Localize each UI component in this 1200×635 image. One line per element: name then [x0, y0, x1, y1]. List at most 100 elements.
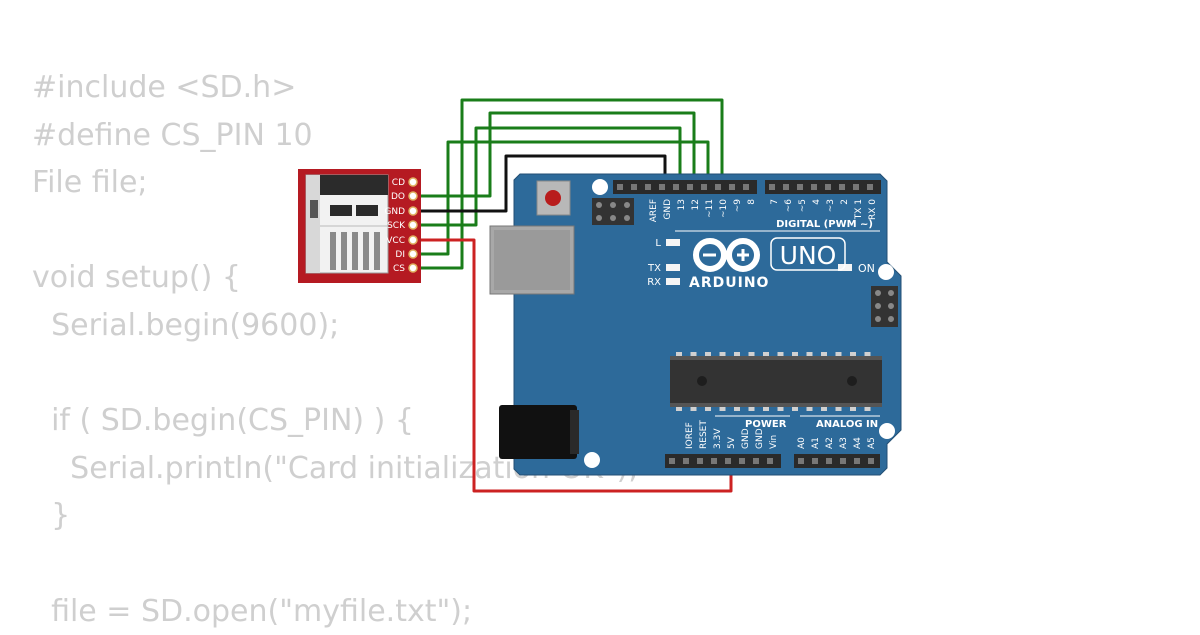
pin-hole — [867, 184, 873, 190]
pin-label: ~6 — [784, 199, 794, 213]
pin-hole — [743, 184, 749, 190]
arduino-brand: ARDUINO — [689, 275, 769, 291]
arduino-logo-icon — [693, 238, 760, 272]
code-line: File file; — [32, 165, 148, 201]
atmega-chip — [670, 352, 882, 411]
svg-text:GND: GND — [384, 207, 405, 217]
svg-text:UNO: UNO — [780, 241, 837, 270]
analog-header — [794, 454, 880, 468]
uno-badge: UNO — [770, 237, 846, 271]
pin-hole — [739, 458, 745, 464]
pin-label: GND — [663, 199, 673, 220]
digital-header-right — [765, 180, 881, 194]
pin-hole — [715, 184, 721, 190]
code-line: #define CS_PIN 10 — [32, 117, 313, 153]
pin-hole — [826, 458, 832, 464]
pin-label: 3.3V — [713, 428, 723, 449]
digital-header-left — [613, 180, 757, 194]
pin-hole — [669, 458, 675, 464]
svg-text:SCK: SCK — [387, 221, 406, 231]
pin-hole — [839, 184, 845, 190]
pin-label: GND — [741, 428, 751, 449]
pin-label: 5V — [727, 436, 737, 449]
wires — [412, 98, 733, 493]
pin-hole — [687, 184, 693, 190]
pin-hole — [729, 184, 735, 190]
svg-text:TX: TX — [647, 263, 661, 274]
wire-gnd-to-gnd — [412, 154, 667, 213]
pin-label: ~5 — [798, 199, 808, 212]
svg-text:ON: ON — [858, 262, 875, 275]
pin-hole — [825, 184, 831, 190]
pin-label: A4 — [853, 437, 863, 449]
pin-label: A5 — [867, 437, 877, 449]
code-line: void setup() { — [32, 260, 241, 296]
pin-label: Vin — [769, 435, 779, 449]
icsp-header-right — [871, 286, 898, 327]
sd-pin-di: DI — [395, 249, 418, 260]
pin-hole — [711, 458, 717, 464]
digital-pin-holes — [617, 184, 873, 190]
pin-label: 2 — [840, 199, 850, 205]
pin-label: AREF — [649, 199, 659, 222]
pin-hole — [701, 184, 707, 190]
svg-text:DI: DI — [395, 250, 405, 260]
usb-connector — [489, 225, 575, 295]
pin-hole — [645, 184, 651, 190]
pin-label: RX 0 — [868, 199, 878, 220]
pin-hole — [659, 184, 665, 190]
reset-button — [536, 180, 571, 216]
pin-hole — [767, 458, 773, 464]
icsp-header-top — [592, 198, 634, 225]
sd-pin-sck: SCK — [387, 220, 418, 231]
pin-label: ~3 — [826, 199, 836, 212]
dc-power-jack — [499, 405, 579, 459]
pin-hole — [673, 184, 679, 190]
pin-label: IOREF — [685, 422, 695, 449]
sd-pin-vcc: VCC — [386, 235, 418, 246]
svg-text:L: L — [655, 238, 661, 249]
pin-label: 4 — [812, 199, 822, 205]
sd-pin-gnd: GND — [384, 206, 418, 217]
pin-label: TX 1 — [854, 199, 864, 220]
pin-label: A2 — [825, 437, 835, 449]
pin-hole — [617, 184, 623, 190]
sd-card-module: CD DO GND SCK VCC DI CS — [298, 169, 421, 283]
sd-pin-cs: CS — [393, 263, 418, 274]
svg-text:VCC: VCC — [386, 236, 405, 246]
pin-label: A3 — [839, 437, 849, 449]
power-header — [665, 454, 781, 468]
pin-label: 12 — [691, 199, 701, 210]
code-line: if ( SD.begin(CS_PIN) ) { — [32, 403, 414, 439]
svg-text:CS: CS — [393, 264, 405, 274]
pin-hole — [853, 184, 859, 190]
pin-label: ~11 — [705, 199, 715, 218]
pin-hole — [840, 458, 846, 464]
pin-label: 8 — [747, 199, 757, 205]
digital-pin-labels-right: 7 ~6 ~5 4 ~3 2 TX 1 RX 0 — [770, 199, 878, 221]
svg-text:RX: RX — [647, 277, 661, 288]
pin-hole — [811, 184, 817, 190]
pin-label: RESET — [699, 420, 709, 449]
pin-label: 7 — [770, 199, 780, 205]
analog-label: ANALOG IN — [816, 419, 878, 430]
svg-text:CD: CD — [392, 178, 405, 188]
power-label: POWER — [745, 419, 787, 430]
pin-hole — [631, 184, 637, 190]
pin-hole — [798, 458, 804, 464]
pin-hole — [683, 458, 689, 464]
pin-hole — [725, 458, 731, 464]
wire-di-to-pin11 — [412, 140, 710, 256]
led-tx: TX — [647, 263, 680, 274]
pin-hole — [854, 458, 860, 464]
code-line: file = SD.open("myfile.txt"); — [32, 593, 473, 629]
pin-hole — [812, 458, 818, 464]
led-rx: RX — [647, 277, 680, 288]
pin-label: A0 — [797, 437, 807, 449]
code-line: } — [32, 498, 71, 534]
pin-hole — [868, 458, 874, 464]
